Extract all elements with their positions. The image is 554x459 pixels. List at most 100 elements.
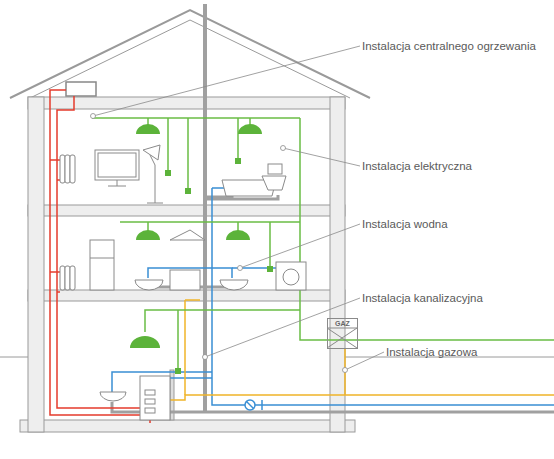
boiler-control [145,408,155,413]
heating-pipe [57,96,140,408]
radiator-fin [65,266,70,290]
tv-screen [98,153,136,177]
attic-slab [28,97,345,109]
water-installation [112,180,554,410]
fridge [90,240,114,290]
heating-pipe [57,291,60,293]
leader-line [240,224,360,268]
heating-pipe [50,90,150,423]
expansion-tank [66,82,96,96]
water-meter-mark [246,401,254,409]
gas-meter-divider [327,328,357,329]
electric-wire [167,118,169,172]
right-wall [330,97,345,432]
socket [165,170,171,176]
socket [235,158,241,164]
sink [135,280,163,290]
ground-line [0,357,28,358]
callout-label: Instalacja wodna [362,217,448,231]
ground-floor-slab [28,290,345,301]
electric-wire [177,310,179,370]
television [95,150,139,180]
gas-installation [170,300,554,400]
washing-machine [276,262,306,290]
ceiling-lamp [136,124,160,134]
electric-wire [120,221,300,223]
boiler-control [145,399,155,404]
callout-label: Instalacja kanalizacyjna [362,291,483,305]
roof-outer [10,10,370,98]
electric-wire [147,118,149,125]
water-main [212,188,554,405]
radiator-fin [60,266,65,290]
building-structure [0,10,554,432]
desk-lamp-shade [143,145,160,160]
basement-sink [100,392,126,401]
leader-line [283,148,360,166]
sewage-stack [203,4,207,412]
radiator-fin [65,155,70,183]
callout-label: Instalacja centralnego ogrzewania [362,39,536,53]
gas-meter-cross [327,328,357,348]
desk-lamp [150,155,155,203]
left-wall [28,97,44,432]
callout-label: Instalacja elektryczna [362,159,472,173]
roof-inner [30,20,350,98]
leader-dot [91,114,96,119]
heating-pipe [50,271,60,273]
socket [267,266,273,272]
radiator-fin [60,155,65,183]
basement-slab [20,420,355,432]
water-meter [245,400,255,410]
radiator-fin [70,266,75,290]
electric-wire [237,118,239,160]
washing-machine-door [283,269,299,285]
upper-floor-slab [28,205,345,216]
desk-lamp-base [147,203,163,204]
ceiling-lamp [238,124,262,134]
sewage-pipe [112,402,554,412]
gas-meter-symbol [327,328,357,348]
appliances [90,145,306,420]
electric-wire [187,118,189,190]
socket [175,368,181,374]
electrical-installation [92,118,554,374]
leader-dot [281,146,286,151]
electric-wire [269,222,271,268]
boiler [140,376,170,420]
electric-wire [92,117,300,119]
radiator [60,155,75,183]
radiator [60,266,75,290]
water-pipe [212,268,232,278]
leader-lines [91,46,385,373]
electric-wire [145,310,300,332]
socket [185,188,191,194]
sewage-installation [112,4,554,412]
node-label: GAZ [328,319,357,328]
leader-line [205,298,360,357]
heating-installation [50,82,150,423]
ceiling-lamp [130,336,160,348]
gas-meter-box: GAZ [327,318,358,349]
gas-pipe [170,395,554,400]
callout-label: Instalacja gazowa [386,345,477,359]
ceiling-lamp [226,230,250,240]
tv-stand [108,186,126,187]
leader-dot [238,266,243,271]
tv-stand [117,180,118,186]
kitchen-cabinet [170,270,200,290]
gas-meter-cross [327,328,357,348]
heating-pipe [50,159,60,161]
radiator-fin [70,155,75,183]
ceiling-lamp [136,230,160,240]
leader-dot [203,355,208,360]
gas-pipe [185,299,200,301]
leader-dot [343,368,348,373]
boiler-control [145,390,155,395]
water-valve [261,400,263,410]
electric-wire [249,118,251,125]
cooker-hood [170,230,205,240]
toilet-bowl [262,176,286,190]
